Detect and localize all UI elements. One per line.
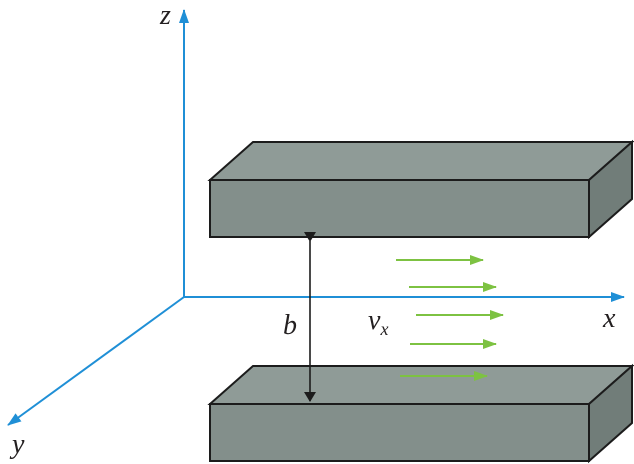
upper-plate-top-face [207,141,634,181]
lower-plate [207,363,634,464]
axes [7,9,625,426]
lower-plate-front-face [209,403,590,462]
upper-plate-front-face [209,179,590,238]
upper-plate [207,139,634,240]
x-axis-label: x [602,303,616,334]
flow-arrows [396,255,504,381]
y-axis-label: y [9,429,25,460]
lower-plate-top-face [207,365,634,405]
y-axis [7,296,185,426]
velocity-symbol: v [368,305,381,336]
gap-label: b [283,310,297,341]
velocity-label: vx [368,305,388,339]
velocity-subscript: x [379,319,388,339]
z-axis-label: z [159,0,171,31]
